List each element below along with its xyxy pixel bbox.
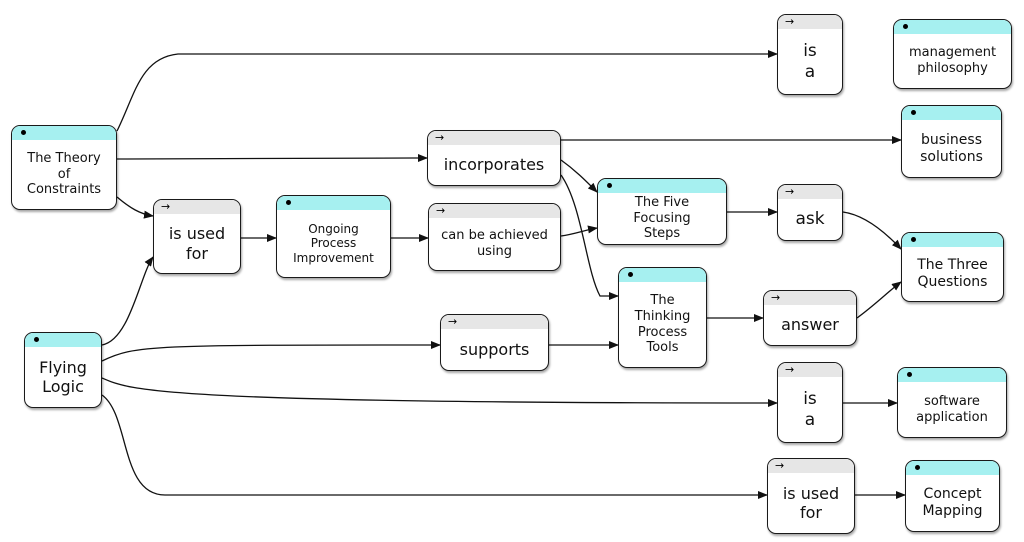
node-is-used-for-mid[interactable]: → is used for <box>153 199 241 274</box>
edge-flying-logic-is-used-for <box>101 256 154 346</box>
node-label: can be achieved using <box>441 228 548 259</box>
node-header: → <box>778 185 842 199</box>
node-business-solutions[interactable]: business solutions <box>901 105 1002 178</box>
node-is-a-bottom[interactable]: → is a <box>777 362 843 443</box>
node-ongoing-process-improvement[interactable]: Ongoing Process Improvement <box>276 195 391 278</box>
edge-answer-three-questions <box>856 281 902 319</box>
bullet-icon <box>607 183 612 188</box>
node-header <box>619 268 706 282</box>
node-theory-of-constraints[interactable]: The Theory of Constraints <box>11 125 117 210</box>
node-header <box>902 106 1001 120</box>
node-header <box>902 233 1003 247</box>
bullet-icon <box>911 237 916 242</box>
edge-incorporates-five-steps <box>560 159 598 193</box>
node-ask[interactable]: → ask <box>777 184 843 241</box>
right-arrow-icon: → <box>161 200 171 213</box>
right-arrow-icon: → <box>771 291 781 304</box>
right-arrow-icon: → <box>785 185 795 198</box>
node-is-used-for-bottom[interactable]: → is used for <box>767 458 855 534</box>
edge-toc-incorporates <box>116 154 428 163</box>
node-label: The Theory of Constraints <box>26 151 102 198</box>
node-incorporates[interactable]: → incorporates <box>427 130 561 186</box>
node-label: The Thinking Process Tools <box>634 293 691 356</box>
bullet-icon <box>21 130 26 135</box>
right-arrow-icon: → <box>435 131 445 144</box>
node-label: is used for <box>168 224 226 263</box>
node-header <box>898 368 1006 382</box>
node-header: → <box>429 204 560 218</box>
node-label: is a <box>803 389 817 430</box>
edge-incorporates-thinking-tools <box>560 174 619 300</box>
node-supports[interactable]: → supports <box>440 314 549 371</box>
node-header <box>894 20 1011 34</box>
node-concept-mapping[interactable]: Concept Mapping <box>905 460 1000 532</box>
node-label: ask <box>795 209 825 230</box>
node-answer[interactable]: → answer <box>763 290 857 346</box>
bullet-icon <box>628 272 633 277</box>
node-header: → <box>441 315 548 329</box>
bullet-icon <box>907 372 912 377</box>
right-arrow-icon: → <box>436 204 446 217</box>
bullet-icon <box>915 465 920 470</box>
node-label: is used for <box>782 483 840 522</box>
node-header <box>277 196 390 210</box>
node-software-application[interactable]: software application <box>897 367 1007 438</box>
edge-toc-is-a <box>116 50 778 132</box>
bullet-icon <box>903 24 908 29</box>
node-label: supports <box>459 339 530 359</box>
edge-toc-is-used-for <box>116 196 154 219</box>
node-five-focusing-steps[interactable]: The Five Focusing Steps <box>597 178 727 245</box>
node-label: business solutions <box>920 131 983 165</box>
node-header: → <box>154 200 240 214</box>
right-arrow-icon: → <box>785 15 795 28</box>
node-label: management philosophy <box>908 45 997 76</box>
node-header <box>12 126 116 140</box>
node-is-a-top[interactable]: → is a <box>777 14 843 95</box>
node-flying-logic[interactable]: Flying Logic <box>24 332 102 408</box>
node-header: → <box>428 131 560 145</box>
node-header <box>906 461 999 475</box>
node-header: → <box>764 291 856 305</box>
node-label: answer <box>781 315 839 335</box>
node-label: Concept Mapping <box>922 486 983 519</box>
node-management-philosophy[interactable]: management philosophy <box>893 19 1012 89</box>
edge-ask-three-questions <box>842 211 902 250</box>
right-arrow-icon: → <box>785 363 795 376</box>
node-label: Flying Logic <box>39 357 87 396</box>
edge-flying-logic-is-a <box>101 377 778 407</box>
node-header: → <box>778 363 842 377</box>
node-three-questions[interactable]: The Three Questions <box>901 232 1004 302</box>
bullet-icon <box>911 110 916 115</box>
edge-flying-logic-is-used-for-bottom <box>101 394 768 499</box>
edge-can-be-achieved-five-steps <box>560 225 598 237</box>
node-label: Ongoing Process Improvement <box>293 221 374 265</box>
bullet-icon <box>34 337 39 342</box>
node-label: software application <box>916 393 988 425</box>
right-arrow-icon: → <box>448 315 458 328</box>
node-thinking-process-tools[interactable]: The Thinking Process Tools <box>618 267 707 368</box>
node-label: The Three Questions <box>917 257 988 290</box>
node-header: → <box>768 459 854 473</box>
node-header: → <box>778 15 842 29</box>
node-label: is a <box>803 41 817 82</box>
node-label: incorporates <box>443 155 545 175</box>
node-header <box>25 333 101 347</box>
node-header <box>598 179 726 193</box>
bullet-icon <box>286 200 291 205</box>
edge-flying-logic-supports <box>101 341 441 362</box>
node-label: The Five Focusing Steps <box>633 195 691 242</box>
node-can-be-achieved-using[interactable]: → can be achieved using <box>428 203 561 271</box>
right-arrow-icon: → <box>775 459 785 472</box>
